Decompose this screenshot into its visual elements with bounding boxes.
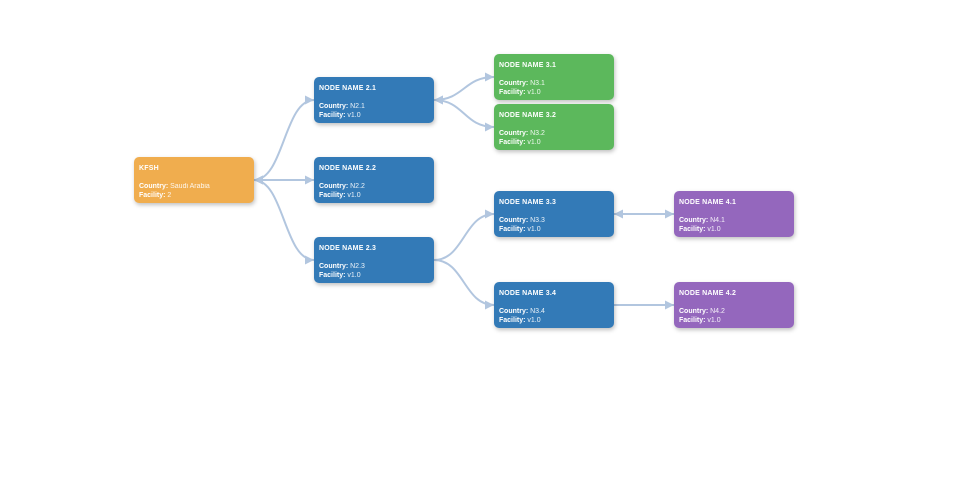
node-3-3[interactable]: NODE NAME 3.3 Country: N3.3 Facility: v1… [494, 191, 614, 237]
node-title: NODE NAME 3.4 [499, 290, 557, 297]
node-title: NODE NAME 4.1 [679, 199, 737, 206]
node-title: NODE NAME 4.2 [679, 290, 737, 297]
node-title: KFSH [139, 165, 159, 172]
facility-value: v1.0 [527, 317, 541, 324]
country-value: N3.3 [530, 217, 545, 224]
facility-value: v1.0 [527, 139, 541, 146]
country-label: Country: [679, 308, 709, 315]
node-4-2[interactable]: NODE NAME 4.2 Country: N4.2 Facility: v1… [674, 282, 794, 328]
facility-label: Facility: [499, 139, 526, 146]
edge-n23-n33 [433, 209, 495, 261]
facility-label: Facility: [499, 226, 526, 233]
facility-label: Facility: [679, 317, 706, 324]
country-value: N3.2 [530, 130, 545, 137]
country-value: N2.1 [350, 103, 365, 110]
facility-label: Facility: [319, 112, 346, 119]
facility-label: Facility: [499, 89, 526, 96]
facility-value: v1.0 [707, 317, 721, 324]
node-title: NODE NAME 3.1 [499, 62, 557, 69]
node-2-2[interactable]: NODE NAME 2.2 Country: N2.2 Facility: v1… [314, 157, 434, 203]
node-title: NODE NAME 3.3 [499, 199, 557, 206]
country-value: Saudi Arabia [170, 183, 210, 190]
edge-n23-n34 [433, 259, 495, 310]
facility-label: Facility: [139, 192, 166, 199]
node-4-1[interactable]: NODE NAME 4.1 Country: N4.1 Facility: v1… [674, 191, 794, 237]
facility-value: v1.0 [527, 89, 541, 96]
country-label: Country: [499, 308, 529, 315]
node-title: NODE NAME 2.2 [319, 165, 377, 172]
edge-kfsh-n23 [253, 175, 315, 265]
facility-label: Facility: [319, 272, 346, 279]
edge-kfsh-n21 [253, 95, 315, 185]
node-2-3[interactable]: NODE NAME 2.3 Country: N2.3 Facility: v1… [314, 237, 434, 283]
country-label: Country: [319, 263, 349, 270]
node-3-2[interactable]: NODE NAME 3.2 Country: N3.2 Facility: v1… [494, 104, 614, 150]
country-label: Country: [499, 130, 529, 137]
country-value: N2.2 [350, 183, 365, 190]
country-label: Country: [319, 183, 349, 190]
node-2-1[interactable]: NODE NAME 2.1 Country: N2.1 Facility: v1… [314, 77, 434, 123]
edge-n21-n32 [433, 95, 495, 132]
country-value: N2.3 [350, 263, 365, 270]
country-label: Country: [319, 103, 349, 110]
country-label: Country: [499, 80, 529, 87]
facility-value: v1.0 [707, 226, 721, 233]
country-value: N4.2 [710, 308, 725, 315]
country-label: Country: [499, 217, 529, 224]
facility-label: Facility: [499, 317, 526, 324]
facility-value: v1.0 [347, 112, 361, 119]
node-title: NODE NAME 3.2 [499, 112, 557, 119]
node-title: NODE NAME 2.1 [319, 85, 377, 92]
node-kfsh[interactable]: KFSH Country: Saudi Arabia Facility: 2 [134, 157, 254, 203]
node-3-4[interactable]: NODE NAME 3.4 Country: N3.4 Facility: v1… [494, 282, 614, 328]
country-value: N3.1 [530, 80, 545, 87]
edge-n21-n31 [433, 72, 495, 105]
node-3-1[interactable]: NODE NAME 3.1 Country: N3.1 Facility: v1… [494, 54, 614, 100]
facility-label: Facility: [679, 226, 706, 233]
facility-value: v1.0 [347, 192, 361, 199]
facility-label: Facility: [319, 192, 346, 199]
country-label: Country: [679, 217, 709, 224]
facility-value: v1.0 [347, 272, 361, 279]
country-value: N3.4 [530, 308, 545, 315]
facility-value: v1.0 [527, 226, 541, 233]
node-title: NODE NAME 2.3 [319, 245, 377, 252]
facility-value: 2 [167, 192, 172, 199]
country-label: Country: [139, 183, 169, 190]
country-value: N4.1 [710, 217, 725, 224]
